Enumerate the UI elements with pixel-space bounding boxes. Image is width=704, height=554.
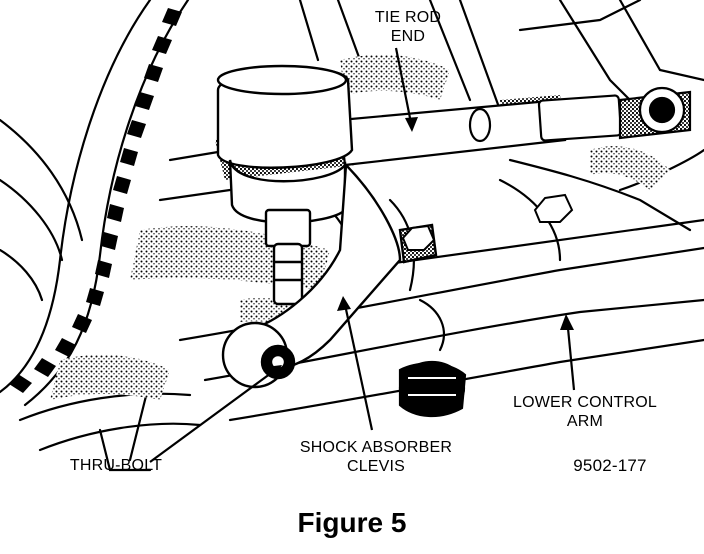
- tie-rod-end-label-line1: TIE ROD: [374, 9, 442, 26]
- figure-caption: Figure 5: [297, 507, 407, 538]
- tie-rod-leader: [394, 47, 414, 129]
- background-linework: [0, 0, 704, 472]
- shock-absorber-clevis-label-line2: CLEVIS: [346, 458, 406, 475]
- lower-control-arm-label-line1: LOWER CONTROL: [513, 394, 657, 411]
- tie-rod-end-label-line2: END: [390, 28, 426, 45]
- reference-number: 9502-177: [573, 456, 647, 475]
- hex-nuts: [401, 193, 574, 251]
- shock-absorber-clevis-label-line1: SHOCK ABSORBER: [299, 439, 453, 456]
- upper-mount: [216, 64, 354, 306]
- tie-rod-end-label: TIE ROD END: [360, 8, 456, 46]
- bushing: [398, 360, 467, 418]
- arrowheads: [266, 117, 574, 378]
- tire-tread: [9, 8, 182, 393]
- shock-absorber-leader: [342, 299, 374, 431]
- leader-lines: [149, 47, 576, 463]
- lower-control-arm-label: LOWER CONTROL ARM: [492, 393, 678, 431]
- lower-control-arm-label-line2: ARM: [566, 413, 604, 430]
- tie-rod: [338, 86, 692, 167]
- shock-absorber-clevis-label: SHOCK ABSORBER CLEVIS: [276, 438, 476, 476]
- thru-bolt-label: THRU-BOLT: [69, 457, 163, 474]
- thru-bolt-leader: [149, 367, 279, 463]
